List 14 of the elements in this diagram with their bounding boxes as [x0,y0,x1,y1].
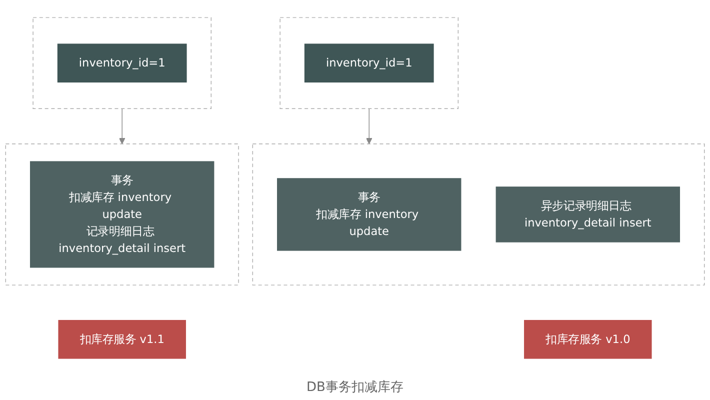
cluster [32,17,212,109]
node-box: 事务 扣减库存 inventory update 记录明细日志 inventory_detail insert [30,161,214,268]
node-box: 事务 扣减库存 inventory update [277,178,462,251]
node-box: 异步记录明细日志 inventory_detail insert [496,186,680,242]
node-box: 扣库存服务 v1.1 [58,320,186,359]
node-box: inventory_id=1 [304,44,434,82]
node-box: 扣库存服务 v1.0 [524,320,652,359]
arrow [366,108,372,144]
cluster [252,144,705,286]
cluster [280,17,459,109]
node-box: inventory_id=1 [57,44,187,82]
cluster [5,144,239,286]
caption: DB事务扣减库存 [306,379,404,396]
arrow [119,108,126,144]
